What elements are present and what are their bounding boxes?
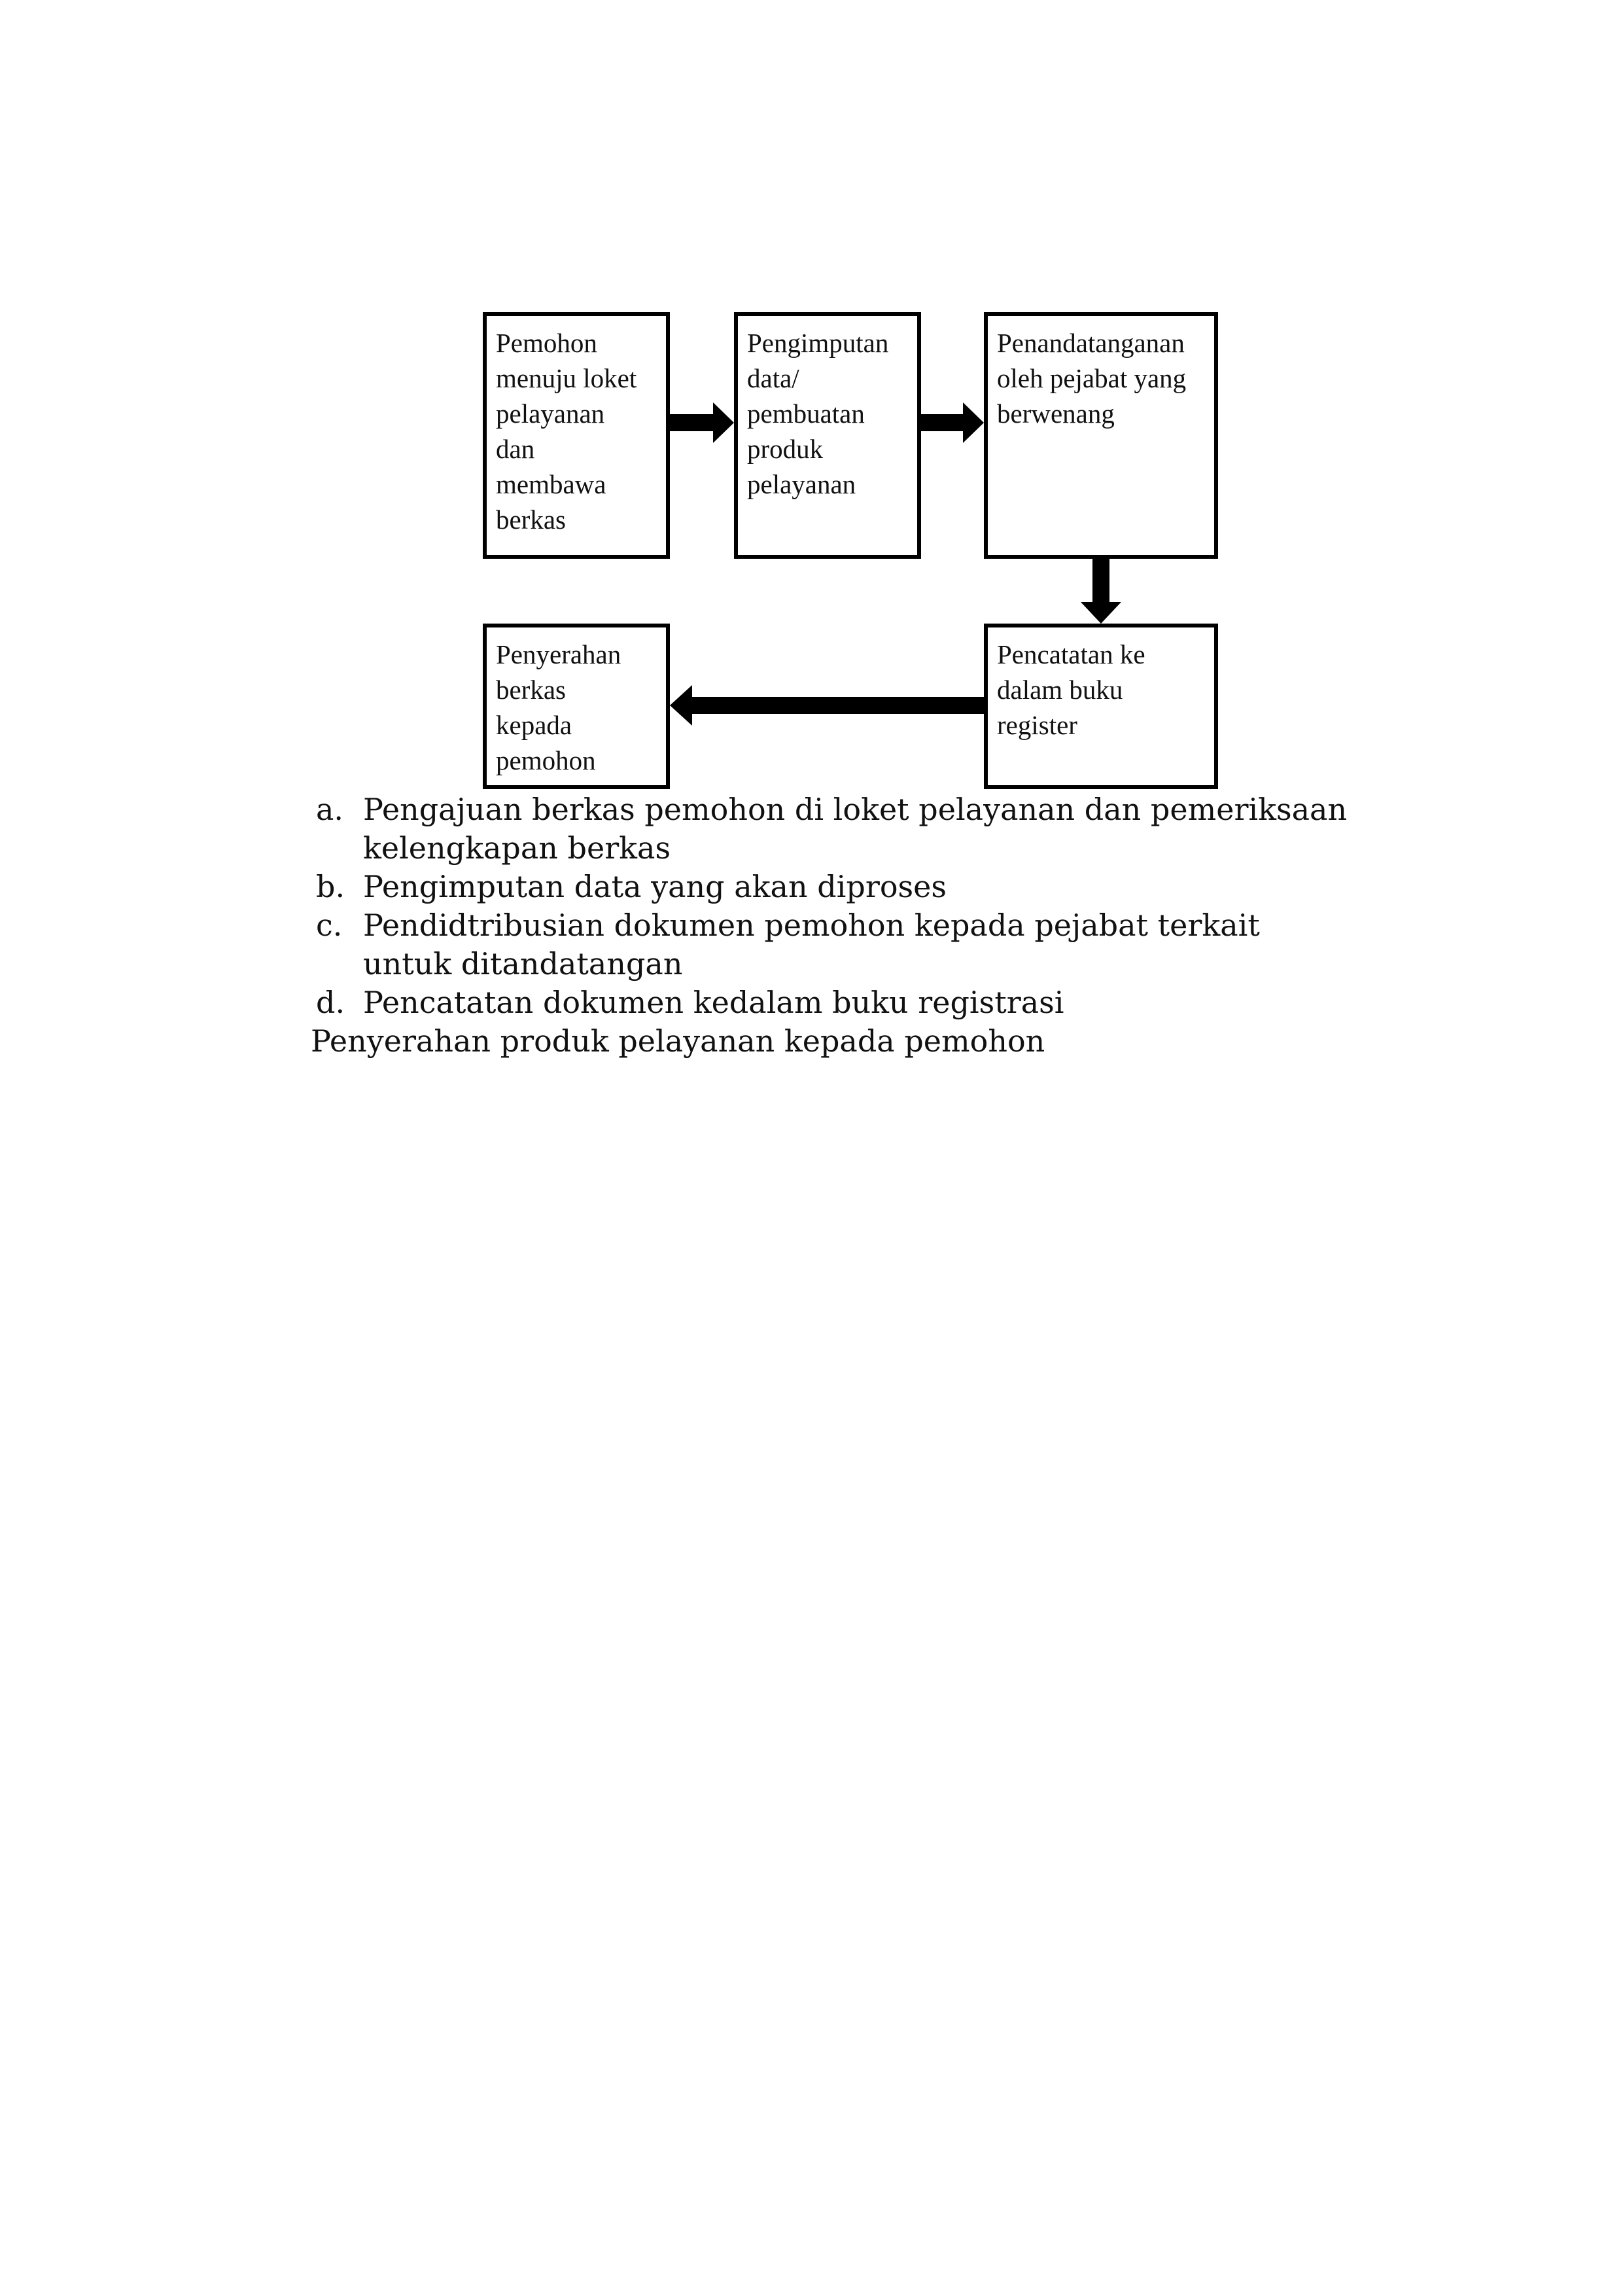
list-item-text: Pengimputan data yang akan diproses — [363, 869, 947, 904]
flow-box-penyerahan: Penyerahan berkas kepada pemohon — [483, 624, 670, 789]
steps-list: a. Pengajuan berkas pemohon di loket pel… — [311, 790, 1357, 1022]
flow-box-pengimputan: Pengimputan data/ pembuatan produk pelay… — [734, 312, 921, 559]
flow-box-pencatatan: Pencatatan ke dalam buku register — [984, 624, 1218, 789]
list-item: d. Pencatatan dokumen kedalam buku regis… — [311, 983, 1357, 1022]
process-flowchart: Pemohon menuju loket pelayanan dan memba… — [0, 0, 1623, 811]
arrow-step2-to-step3 — [921, 402, 984, 443]
list-item: a. Pengajuan berkas pemohon di loket pel… — [311, 790, 1357, 868]
arrow-step1-to-step2 — [670, 402, 734, 443]
arrow-step4-to-step5 — [670, 685, 984, 726]
flow-box-penandatanganan: Penandatanganan oleh pejabat yang berwen… — [984, 312, 1218, 559]
flow-box-pemohon: Pemohon menuju loket pelayanan dan memba… — [483, 312, 670, 559]
list-item: c. Pendidtribusian dokumen pemohon kepad… — [311, 906, 1357, 983]
list-marker: a. — [316, 792, 344, 827]
list-marker: c. — [316, 908, 343, 943]
list-marker: d. — [316, 985, 345, 1020]
list-marker: b. — [316, 869, 345, 904]
list-item-text: Pendidtribusian dokumen pemohon kepada p… — [363, 908, 1260, 981]
list-item-text: Pencatatan dokumen kedalam buku registra… — [363, 985, 1064, 1020]
flow-arrows — [670, 402, 1121, 726]
list-item-text: Pengajuan berkas pemohon di loket pelaya… — [363, 792, 1348, 866]
closing-line: Penyerahan produk pelayanan kepada pemoh… — [311, 1023, 1045, 1059]
arrow-step3-to-step4 — [1081, 559, 1121, 624]
list-item: b. Pengimputan data yang akan diproses — [311, 868, 1357, 906]
